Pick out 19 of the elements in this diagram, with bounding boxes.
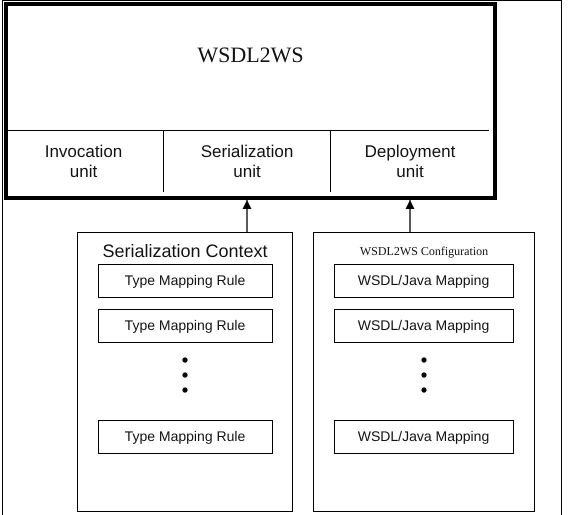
context-box <box>77 232 293 512</box>
node-label: Invocation unit <box>44 142 124 182</box>
arrow <box>405 200 415 232</box>
node-label: WSDL2WS <box>196 42 305 68</box>
system-box <box>4 2 497 200</box>
node-label: Type Mapping Rule <box>124 317 246 334</box>
node-label: Serialization unit <box>200 142 294 182</box>
unit-cell <box>330 130 489 192</box>
node-label: WSDL/Java Mapping <box>356 428 490 445</box>
context-box <box>313 232 535 512</box>
node-label: WSDL/Java Mapping <box>356 317 490 334</box>
node-label: Deployment unit <box>364 142 456 182</box>
node-label: Type Mapping Rule <box>124 272 246 289</box>
unit-cell <box>163 130 330 192</box>
node-label: WSDL/Java Mapping <box>356 272 490 289</box>
arrow <box>242 200 252 232</box>
node-label: Serialization Context <box>101 241 269 262</box>
node-label: Type Mapping Rule <box>124 428 246 445</box>
node-label: WSDL2WS Configuration <box>358 245 490 259</box>
